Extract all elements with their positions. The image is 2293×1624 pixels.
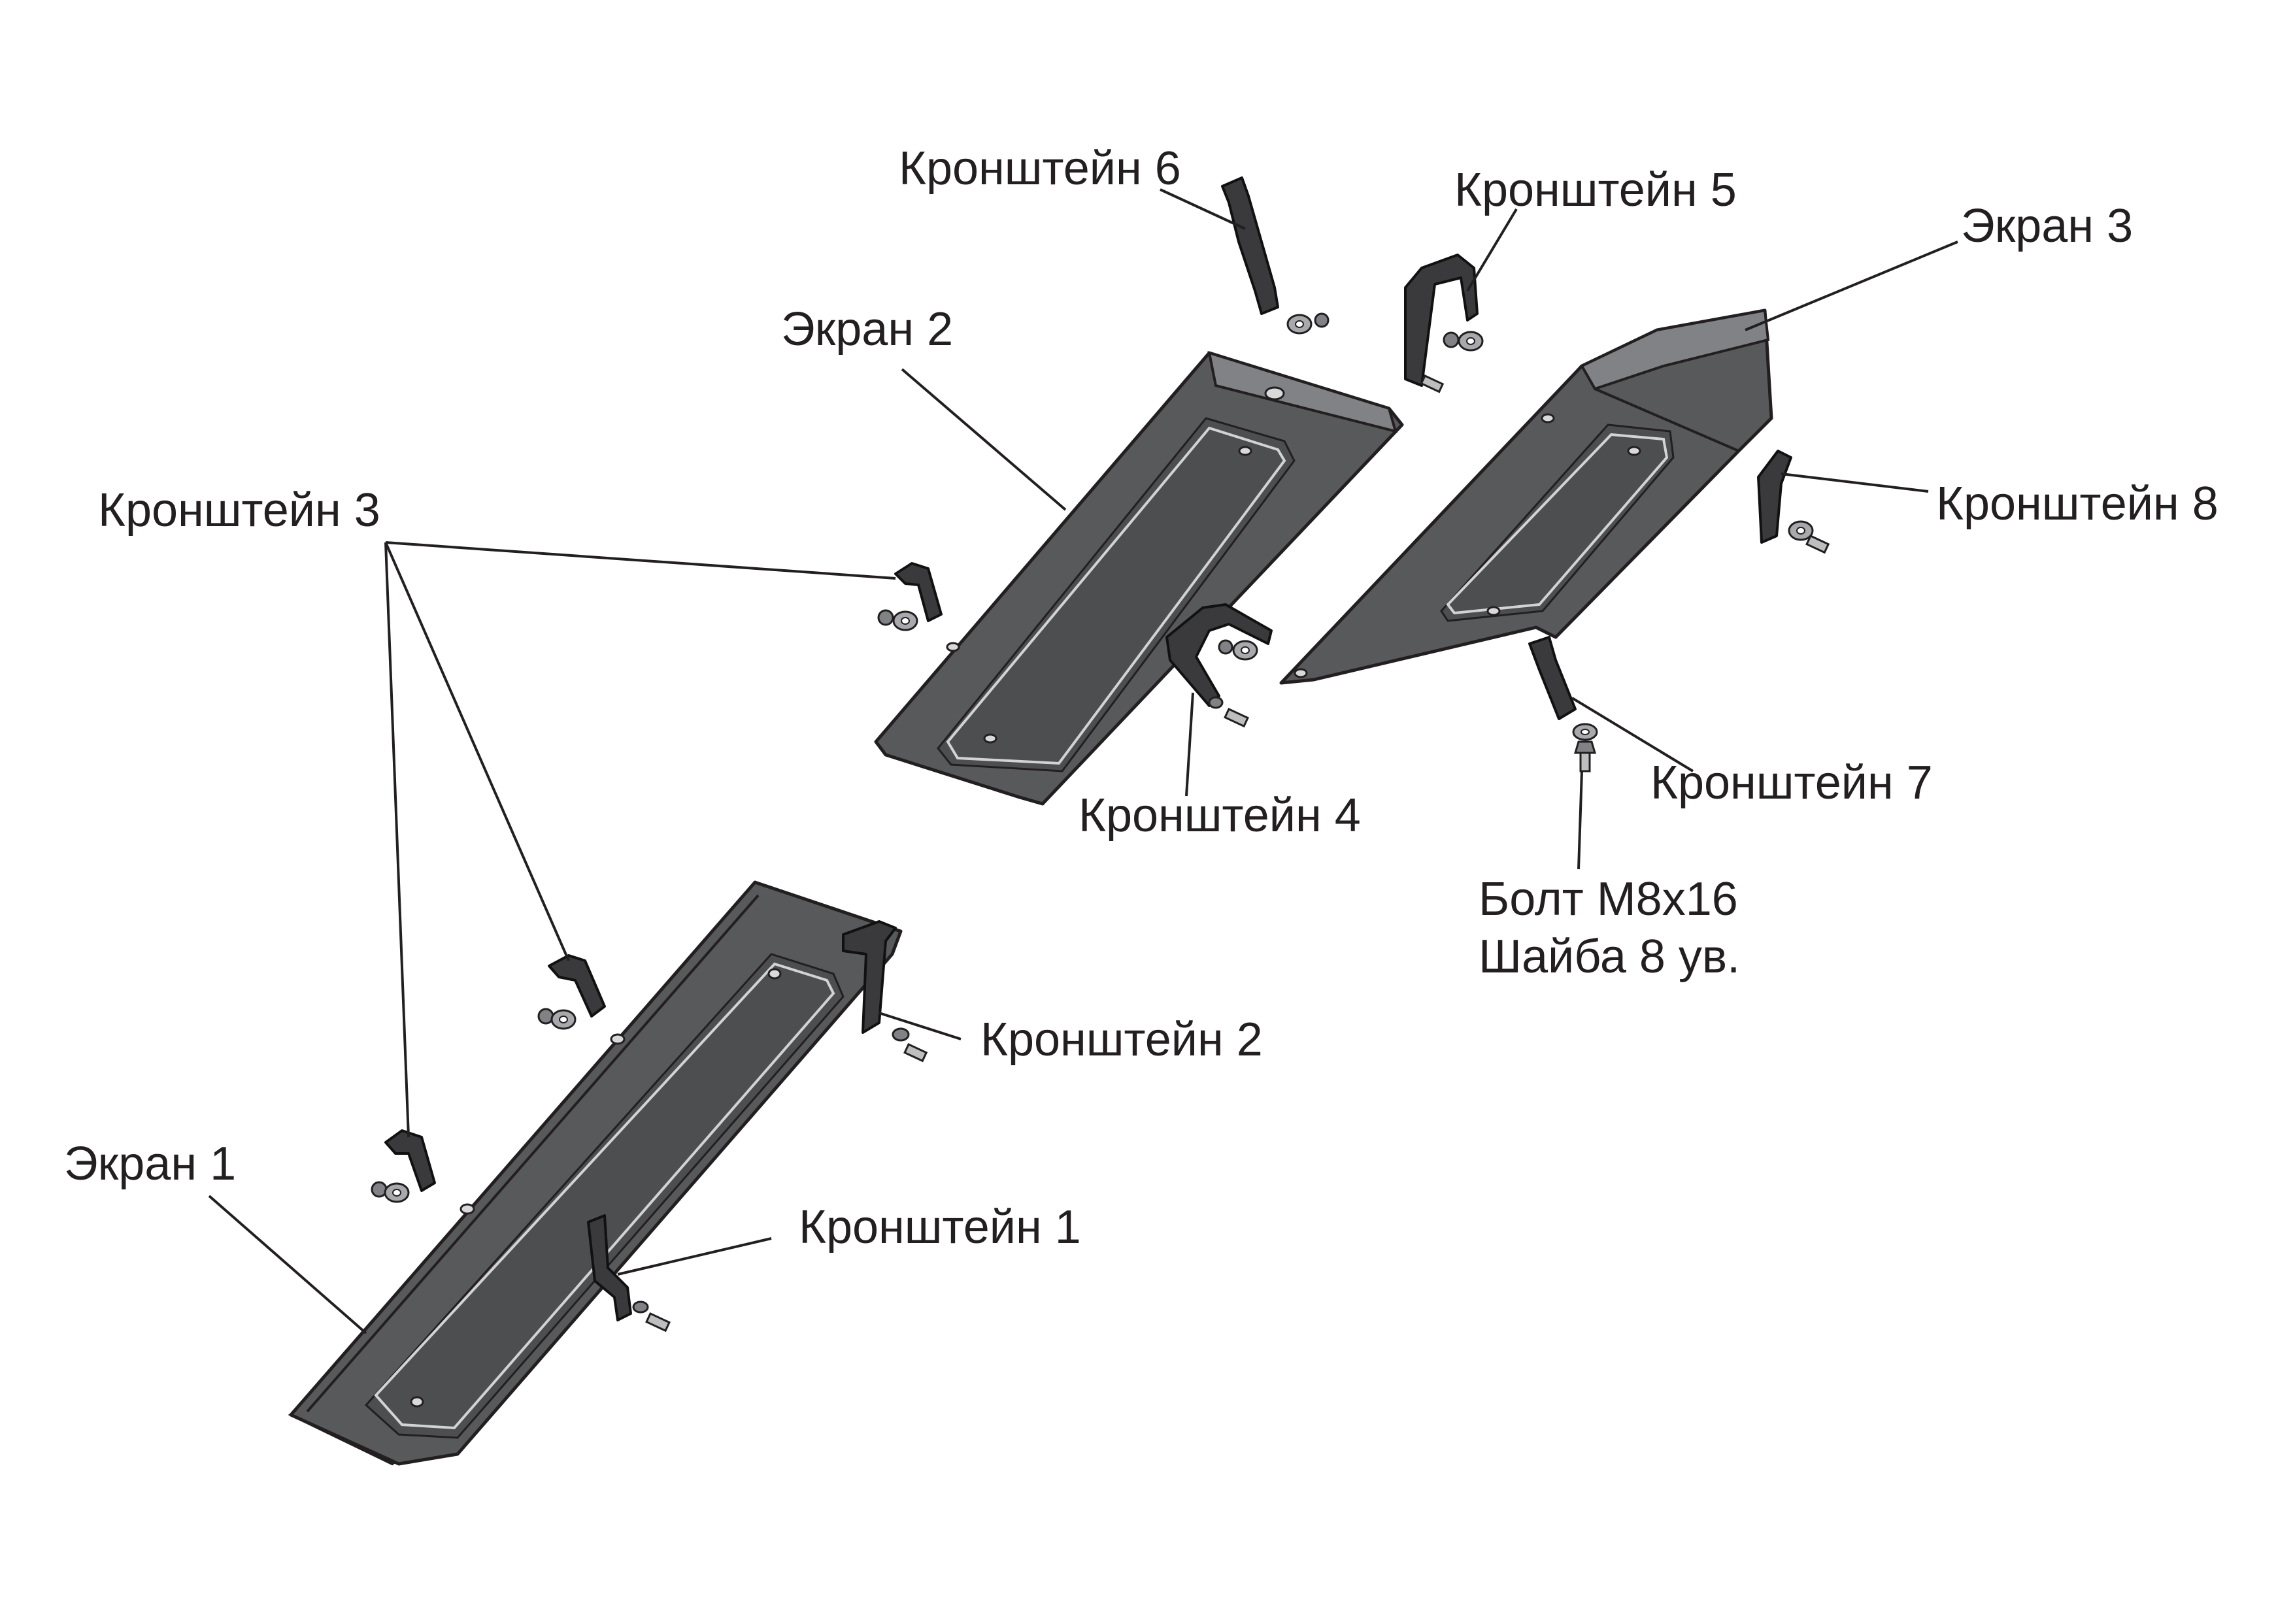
label-screen-3: Экран 3 (1961, 200, 2134, 252)
label-screen-1: Экран 1 (64, 1138, 237, 1190)
screen-1-plate (288, 880, 903, 1466)
label-bracket-8: Кронштейн 8 (1936, 478, 2218, 530)
bracket-6-part (1221, 176, 1330, 335)
bracket-7-part (1528, 636, 1598, 772)
label-bracket-1: Кронштейн 1 (799, 1201, 1081, 1253)
bracket-3-part-b (371, 1129, 436, 1203)
bracket-8-part (1757, 450, 1830, 554)
label-bracket-2: Кронштейн 2 (980, 1014, 1263, 1066)
bracket-5-part (1404, 254, 1484, 393)
screen-2-plate (874, 351, 1404, 806)
label-bracket-4: Кронштейн 4 (1079, 789, 1361, 842)
label-bracket-3: Кронштейн 3 (98, 484, 380, 537)
label-bracket-5: Кронштейн 5 (1454, 164, 1737, 216)
label-bracket-7: Кронштейн 7 (1650, 757, 1933, 809)
bracket-3-part-c (877, 562, 943, 631)
screen-3-plate (1279, 308, 1773, 685)
bracket-3-part-a (537, 954, 606, 1030)
bracket-1-part (587, 1214, 671, 1333)
label-washer: Шайба 8 ув. (1479, 931, 1741, 983)
label-bracket-6: Кронштейн 6 (899, 142, 1181, 195)
leader-lines (208, 188, 1958, 1334)
label-bolt: Болт М8х16 (1479, 873, 1738, 925)
bracket-4-part (1165, 603, 1273, 728)
bracket-2-part (842, 920, 928, 1063)
label-screen-2: Экран 2 (781, 303, 954, 356)
